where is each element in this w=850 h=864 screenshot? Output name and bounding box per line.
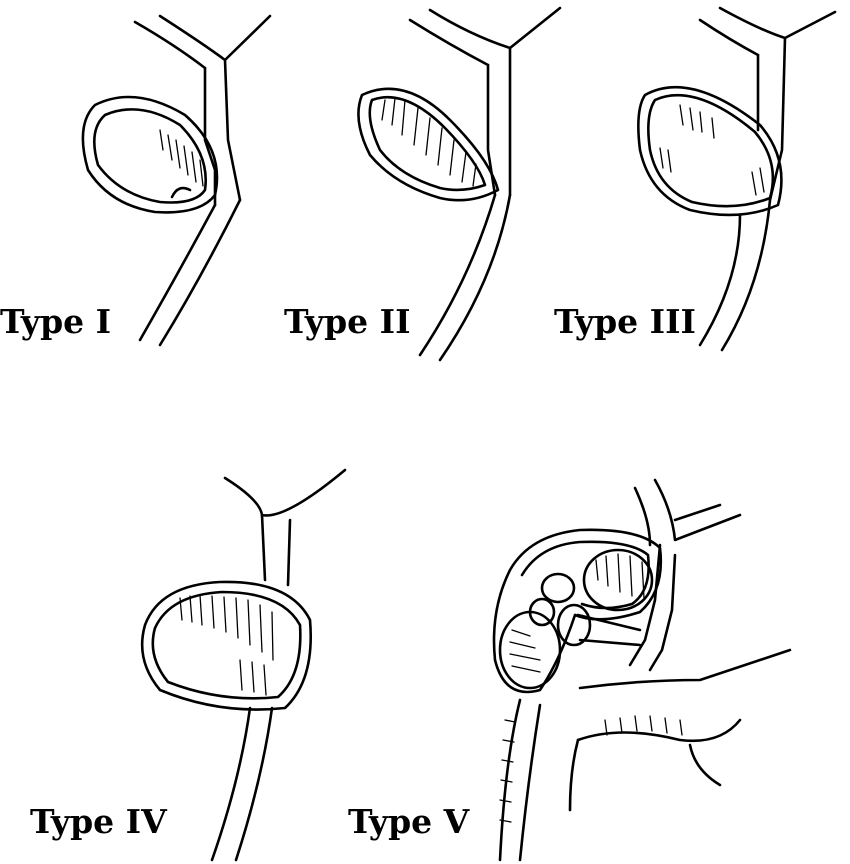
type2-label: Type II <box>284 305 411 338</box>
type4-hatching <box>180 595 273 695</box>
type1-cyst <box>83 97 217 212</box>
type4-figure <box>142 470 345 860</box>
type2-hatching <box>382 98 476 186</box>
type4-cyst <box>142 582 311 710</box>
type1-label: Type I <box>0 305 111 338</box>
type4-label: Type IV <box>30 805 167 838</box>
type4-ducts <box>212 470 345 860</box>
type3-cyst <box>638 87 781 215</box>
type5-duodenum <box>500 650 790 860</box>
type3-hatching <box>660 105 764 195</box>
type1-figure <box>83 16 270 345</box>
type1-hatching <box>160 130 203 186</box>
type3-ducts <box>700 8 835 350</box>
type3-figure <box>638 8 835 350</box>
type2-cyst <box>358 89 498 200</box>
type5-figure <box>494 480 790 860</box>
type3-label: Type III <box>554 305 696 338</box>
type5-label: Type V <box>348 805 469 838</box>
